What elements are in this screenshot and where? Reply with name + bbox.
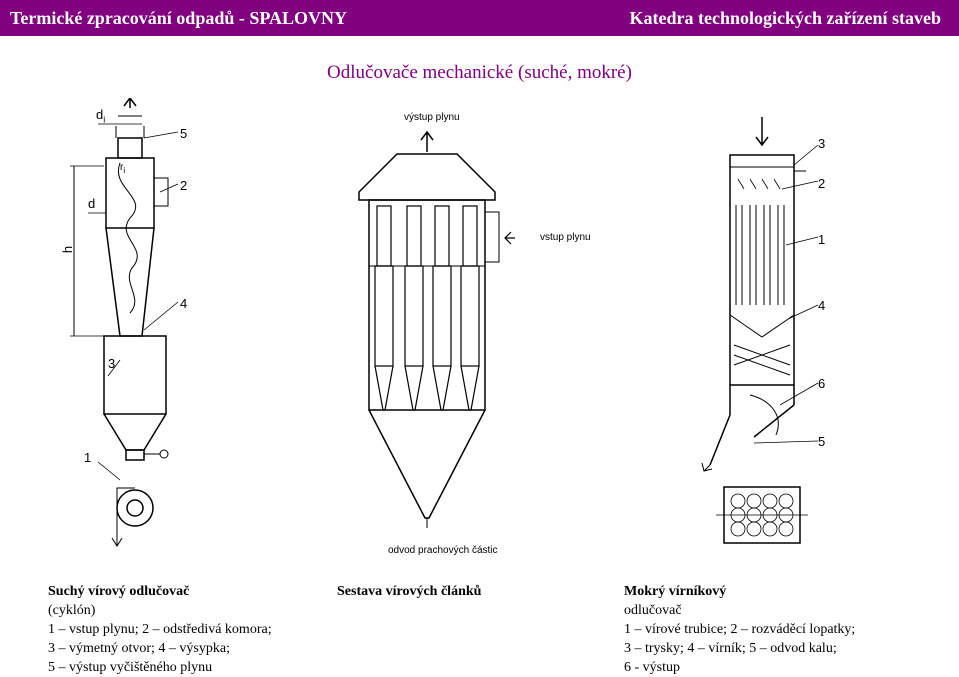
multicyclone-outlet-label: výstup plynu: [404, 112, 460, 123]
cyclone-callout-1: 1: [84, 450, 92, 465]
header-left-title: Termické zpracování odpadů - SPALOVNY: [10, 8, 348, 28]
cyclone-label-d: d: [88, 196, 96, 211]
cyclone-label-h: h: [60, 245, 76, 254]
header-bar: Termické zpracování odpadů - SPALOVNY Ka…: [0, 0, 959, 36]
wet-callout-3: 3: [818, 136, 826, 151]
caption-wet-title: Mokrý vírníkový: [624, 584, 727, 599]
wet-callout-2: 2: [818, 176, 826, 191]
cyclone-label-r: ri: [120, 162, 126, 175]
cyclone-callout-5: 5: [180, 126, 188, 141]
wet-callout-4: 4: [818, 298, 826, 313]
caption-dry-line: (cyklón): [48, 603, 96, 618]
caption-wet-separator: Mokrý vírníkový odlučovač 1 – vírové tru…: [624, 582, 855, 677]
wet-callout-5: 5: [818, 434, 826, 449]
header-right-title: Katedra technologických zařízení staveb: [629, 8, 941, 28]
caption-wet-line: odlučovač: [624, 603, 682, 618]
caption-wet-line: 6 - výstup: [624, 660, 680, 675]
caption-wet-line: 1 – vírové trubice; 2 – rozváděcí lopatk…: [624, 622, 856, 637]
cyclone-callout-2: 2: [180, 178, 188, 193]
caption-dry-line: 1 – vstup plynu; 2 – odstředivá komora;: [48, 622, 272, 637]
slide-title: Odlučovače mechanické (suché, mokré): [327, 62, 632, 83]
multicyclone-dust-label: odvod prachových částic: [388, 545, 498, 556]
wet-separator-diagram: [701, 117, 819, 544]
caption-dry-cyclone: Suchý vírový odlučovač (cyklón) 1 – vstu…: [48, 582, 272, 677]
cyclone-callout-3: 3: [108, 356, 116, 371]
cyclone-diagram: [70, 98, 179, 547]
cyclone-label-di: di: [96, 107, 106, 125]
caption-multicyclone-title: Sestava vírových článků: [337, 584, 482, 599]
multicyclone-inlet-label: vstup plynu: [540, 232, 591, 243]
caption-dry-title: Suchý vírový odlučovač: [48, 584, 190, 599]
caption-wet-line: 3 – trysky; 4 – vírník; 5 – odvod kalu;: [624, 641, 837, 656]
caption-multicyclone: Sestava vírových článků: [337, 582, 481, 601]
caption-dry-line: 5 – výstup vyčištěného plynu: [48, 660, 213, 675]
multicyclone-diagram: [358, 130, 515, 528]
caption-dry-line: 3 – výmetný otvor; 4 – výsypka;: [48, 641, 230, 656]
wet-callout-1: 1: [818, 232, 826, 247]
cyclone-callout-4: 4: [180, 296, 188, 311]
wet-callout-6: 6: [818, 376, 826, 391]
